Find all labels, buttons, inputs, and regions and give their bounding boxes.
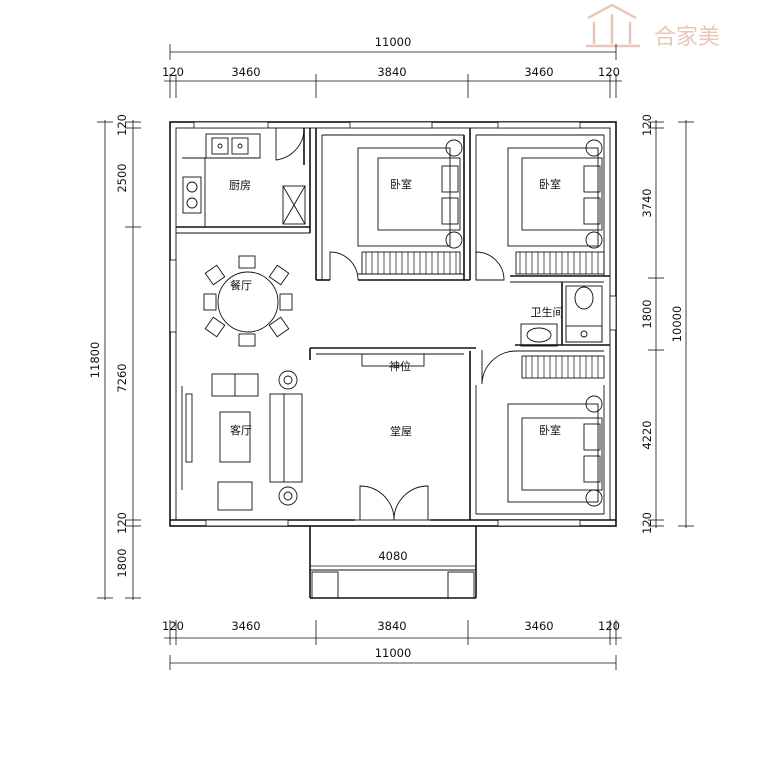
dim-right-seg-4: 4220 xyxy=(640,420,654,449)
bathroom-fixtures xyxy=(520,285,605,379)
dim-left-seg-3: 7260 xyxy=(115,363,129,392)
dim-porch: 4080 xyxy=(378,549,407,563)
dim-right-seg-1: 120 xyxy=(640,114,654,136)
dim-left-seg-1: 120 xyxy=(115,114,129,136)
dim-bottom-seg-4: 3460 xyxy=(524,619,553,633)
dim-right-total: 10000 xyxy=(670,306,684,343)
house-logo-icon xyxy=(586,3,640,48)
dim-top-seg-1: 120 xyxy=(162,65,184,79)
room-label-bedroom-3: 卧室 xyxy=(539,423,561,437)
room-label-dining: 餐厅 xyxy=(230,278,252,292)
dim-bottom-seg-1: 120 xyxy=(162,619,184,633)
bed-3 xyxy=(507,395,603,507)
dim-bottom-seg-3: 3840 xyxy=(377,619,406,633)
dim-bottom-seg-2: 3460 xyxy=(231,619,260,633)
dim-right-seg-2: 3740 xyxy=(640,188,654,217)
dim-top-total: 11000 xyxy=(375,35,412,49)
right-dimensions: 120 3740 1800 4220 120 10000 xyxy=(640,114,694,534)
left-dimensions: 11800 120 2500 7260 120 1800 xyxy=(88,114,141,600)
room-label-bedroom-1: 卧室 xyxy=(390,177,412,191)
bottom-dimensions: 120 3460 3840 3460 120 11000 xyxy=(162,619,622,670)
shrine-table xyxy=(361,353,425,367)
doors xyxy=(275,128,517,521)
dim-left-seg-2: 2500 xyxy=(115,163,129,192)
dim-top-seg-4: 3460 xyxy=(524,65,553,79)
room-label-kitchen: 厨房 xyxy=(229,179,251,192)
dim-bottom-seg-5: 120 xyxy=(598,619,620,633)
dim-top-seg-2: 3460 xyxy=(231,65,260,79)
dim-left-seg-5: 1800 xyxy=(115,548,129,577)
bed-1 xyxy=(357,139,463,275)
dining-table xyxy=(203,255,293,347)
room-labels: 厨房 餐厅 卧室 卧室 卫生间 神位 客厅 堂屋 卧室 xyxy=(229,177,564,438)
bed-2 xyxy=(507,139,605,275)
logo: 合家美 xyxy=(586,3,720,50)
porch: 4080 xyxy=(309,526,477,599)
interior-walls xyxy=(170,128,616,521)
room-label-shrine: 神位 xyxy=(389,359,411,373)
dim-left-total: 11800 xyxy=(88,342,102,379)
dim-top-seg-5: 120 xyxy=(598,65,620,79)
room-label-living: 客厅 xyxy=(230,423,252,437)
room-label-bedroom-2: 卧室 xyxy=(539,177,561,191)
dim-left-seg-4: 120 xyxy=(115,512,129,534)
top-dimensions: 11000 120 3460 3840 3460 120 xyxy=(162,35,622,98)
windows xyxy=(169,121,617,527)
room-label-bathroom: 卫生间 xyxy=(531,305,564,319)
logo-text: 合家美 xyxy=(654,25,720,50)
dim-right-seg-3: 1800 xyxy=(640,299,654,328)
living-furniture xyxy=(185,370,303,511)
dim-top-seg-3: 3840 xyxy=(377,65,406,79)
dim-bottom-total: 11000 xyxy=(375,646,412,660)
room-label-hall: 堂屋 xyxy=(390,425,412,438)
kitchen-fixtures xyxy=(182,133,306,227)
dim-right-seg-5: 120 xyxy=(640,512,654,534)
